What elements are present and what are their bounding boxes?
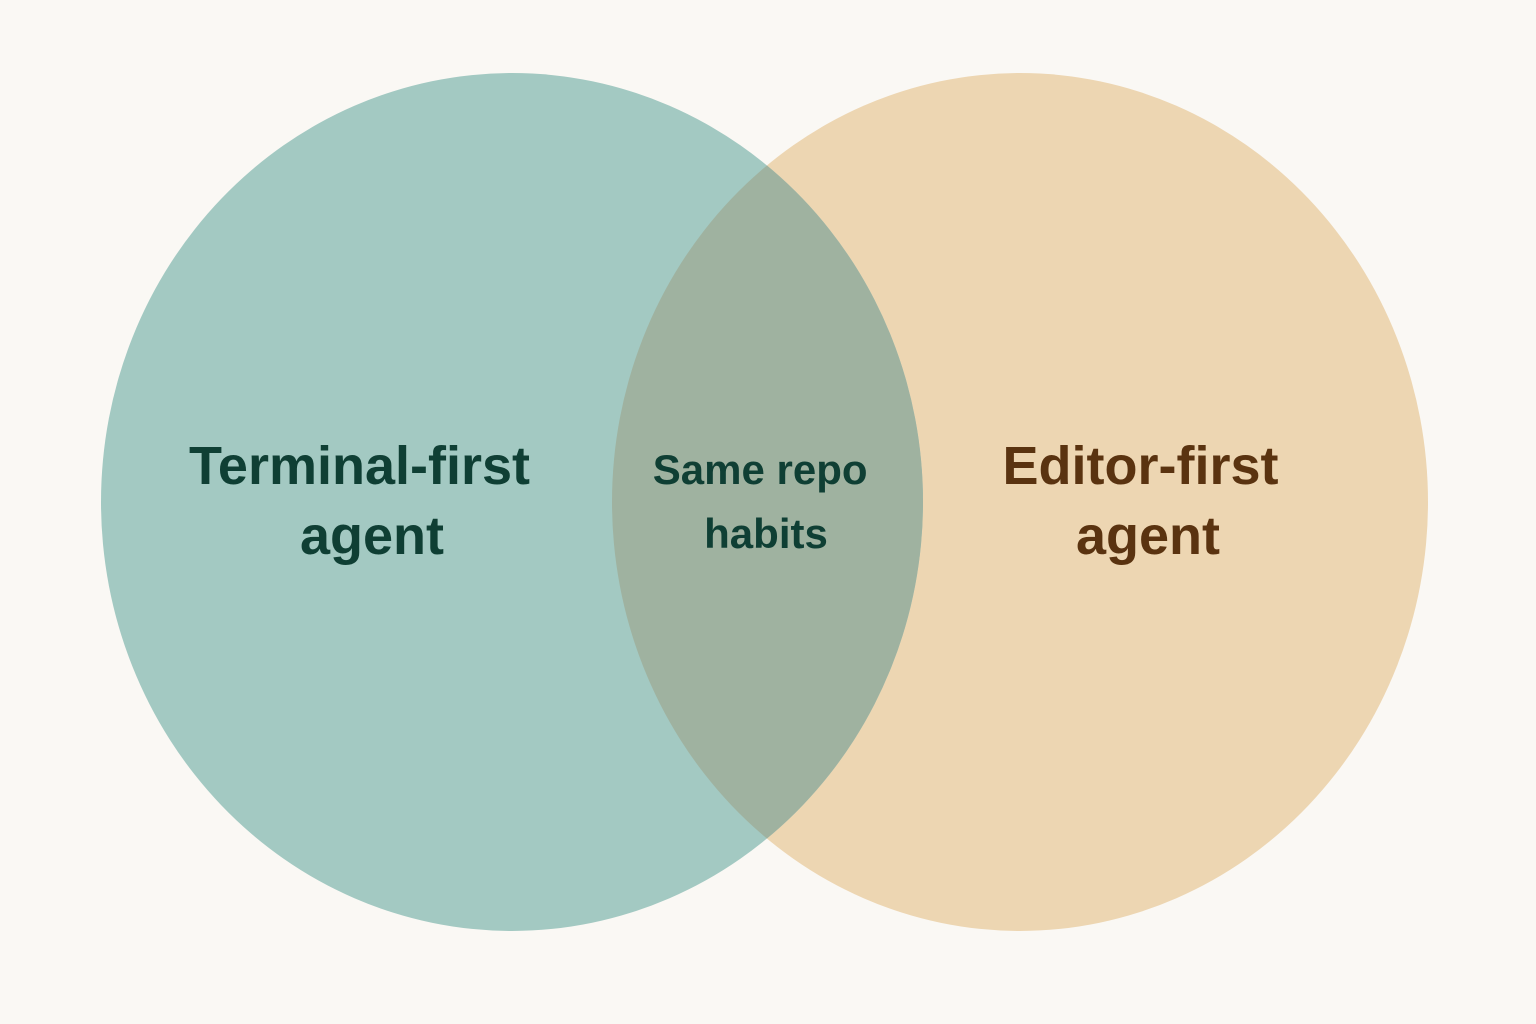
overlap-region	[612, 73, 923, 931]
editor-first-line-2: agent	[1076, 506, 1220, 566]
editor-first-label: Editor-first agent	[1002, 436, 1293, 566]
overlap-line-2: habits	[704, 510, 828, 557]
terminal-first-line-1: Terminal-first	[189, 436, 530, 496]
terminal-first-line-2: agent	[300, 506, 444, 566]
overlap-line-1: Same repo	[653, 446, 868, 493]
editor-first-line-1: Editor-first	[1002, 436, 1278, 496]
overlap-label: Same repo habits	[653, 446, 879, 557]
terminal-first-label: Terminal-first agent	[189, 436, 545, 566]
